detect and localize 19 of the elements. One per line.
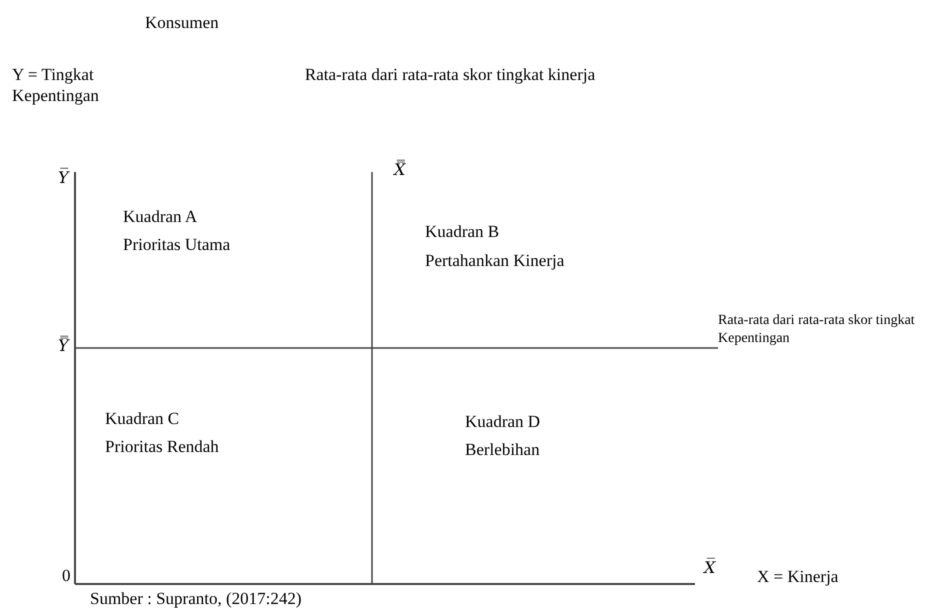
quadrant-description: Pertahankan Kinerja (425, 250, 564, 272)
annotation-text: Rata-rata dari rata-rata skor tingkat Kepentingan (718, 312, 916, 347)
annotation-text: Rata-rata dari rata-rata skor tingkat kinerja (304, 64, 596, 86)
axis-symbol: Y̅ (58, 168, 69, 188)
axis-symbol: Y̿ (58, 336, 69, 356)
quadrant-description: Berlebihan (465, 439, 540, 460)
axis-symbol: X̅ (704, 558, 716, 578)
quadrant-title: Kuadran C (105, 408, 180, 430)
quadrant-description: Prioritas Rendah (105, 436, 219, 458)
axis-tick-label: 0 (62, 565, 70, 586)
quadrant-description: Prioritas Utama (123, 234, 230, 256)
quadrant-title: Kuadran B (425, 221, 500, 242)
source-note: Sumber : Supranto, (2017:242) (90, 588, 302, 608)
axis-title: Y = Tingkat Kepentingan (12, 64, 100, 106)
axis-symbol: X̿ (394, 160, 406, 180)
quadrant-title: Kuadran D (465, 411, 540, 432)
axis-title: X = Kinerja (757, 566, 838, 588)
heading-text: Konsumen (145, 12, 219, 34)
quadrant-title: Kuadran A (123, 206, 198, 228)
